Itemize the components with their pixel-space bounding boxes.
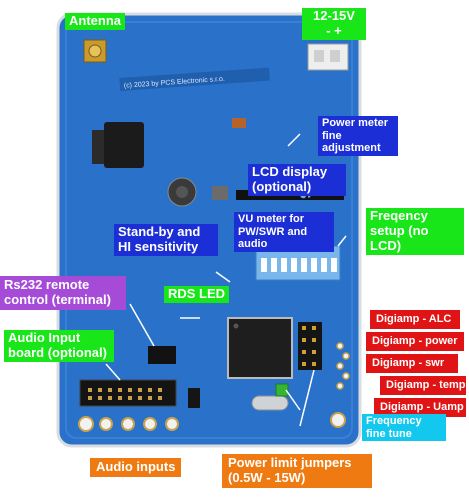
microcontroller-chip bbox=[227, 317, 293, 379]
label-audio-input-board: Audio Input board (optional) bbox=[4, 330, 114, 362]
power-pin bbox=[330, 50, 340, 62]
audio-board-connector bbox=[79, 379, 177, 407]
label-digiamp-temp: Digiamp - temp bbox=[380, 376, 466, 395]
label-rs232: Rs232 remote control (terminal) bbox=[0, 276, 126, 310]
dip-switch-toggles bbox=[261, 258, 337, 272]
small-header bbox=[188, 388, 200, 408]
label-audio-inputs: Audio inputs bbox=[90, 458, 182, 477]
label-digiamp-uamp: Digiamp - Uamp bbox=[374, 398, 466, 417]
label-power-limit: Power limit jumpers (0.5W - 15W) bbox=[222, 454, 372, 488]
pcb-edge-trace bbox=[65, 21, 353, 439]
label-vu-meter: VU meter for PW/SWR and audio bbox=[234, 212, 334, 252]
mounting-hole bbox=[330, 412, 346, 428]
label-antenna: Antenna bbox=[65, 13, 125, 30]
antenna-connector-center bbox=[88, 44, 102, 58]
inductor bbox=[232, 118, 246, 128]
label-standby: Stand-by and HI sensitivity bbox=[114, 224, 218, 256]
chip-pin1-marker bbox=[233, 323, 239, 329]
fine-tune-trimmer bbox=[275, 383, 289, 397]
label-digiamp-swr: Digiamp - swr bbox=[366, 354, 458, 373]
digiamp-pads bbox=[336, 342, 350, 390]
jumper-pins bbox=[302, 326, 316, 366]
label-digiamp-alc: Digiamp - ALC bbox=[370, 310, 460, 329]
power-voltage-text: 12-15V bbox=[313, 8, 355, 23]
mounting-hole bbox=[78, 416, 94, 432]
label-lcd-display: LCD display (optional) bbox=[248, 164, 346, 196]
label-power-meter-fine: Power meter fine adjustment bbox=[318, 116, 398, 156]
audio-connector-pins bbox=[88, 388, 162, 400]
label-digiamp-power: Digiamp - power bbox=[366, 332, 464, 351]
power-polarity-text: - + bbox=[326, 22, 342, 38]
label-freq-fine-tune: Frequency fine tune bbox=[362, 414, 446, 442]
power-limit-jumpers bbox=[298, 322, 322, 370]
label-power-in: 12-15V - + bbox=[302, 8, 366, 40]
rs232-header bbox=[148, 346, 176, 364]
label-freq-setup: Freqency setup (no LCD) bbox=[366, 208, 464, 255]
inductor bbox=[212, 186, 228, 200]
heatsink-component bbox=[104, 122, 144, 168]
label-rds-led: RDS LED bbox=[164, 286, 230, 303]
audio-input-pads bbox=[99, 417, 179, 431]
capacitor-top bbox=[176, 186, 188, 198]
crystal-oscillator bbox=[251, 395, 289, 411]
power-pin bbox=[314, 50, 324, 62]
